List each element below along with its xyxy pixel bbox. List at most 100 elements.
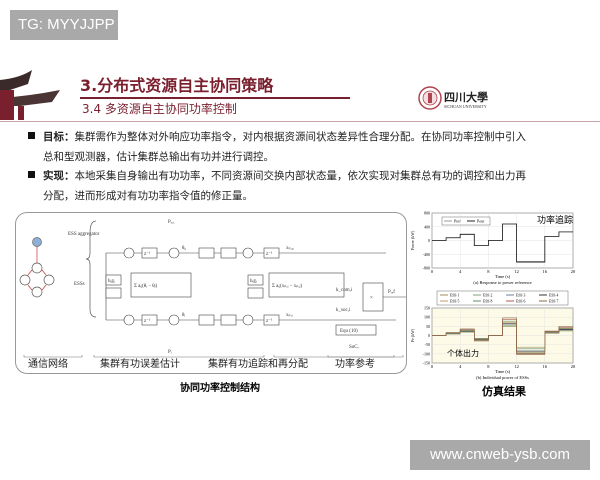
chart-caption: (a) Response to power reference: [473, 280, 531, 285]
bullet-text-cont: 总和型观测器，估计集群总输出有功并进行调控。: [43, 151, 274, 163]
brace: [85, 220, 97, 318]
communication-network: [19, 237, 55, 298]
chart-annotation: 功率追踪: [537, 214, 573, 226]
x-tick-label: 16: [543, 364, 548, 369]
label-esss: ESSs: [74, 282, 85, 287]
legend: [441, 216, 491, 226]
x-tick-label: 20: [571, 364, 576, 369]
university-name: 四川大學: [444, 91, 488, 104]
x-tick-label: 12: [514, 364, 519, 369]
label-xi: xₚ,ᵢ: [286, 313, 293, 318]
label-gain: hᵢgᵢ: [250, 279, 257, 284]
y-axis-label: Power (kW): [410, 230, 415, 250]
legend-label: ESS 1: [450, 294, 459, 298]
y-tick-label: -100: [423, 351, 430, 356]
x-tick-label: 16: [543, 269, 548, 274]
x-tick-label: 20: [571, 269, 576, 274]
roof-decoration-icon: [0, 70, 60, 120]
y-tick-label: -400: [423, 252, 430, 257]
label-delay: z⁻¹: [266, 251, 273, 257]
bullet-icon: [28, 171, 35, 178]
y-tick-label: 800: [424, 211, 430, 216]
label-pout: Pₒ,ᵢ: [168, 220, 174, 225]
title-underline: [80, 97, 350, 99]
legend-label: ESS 2: [483, 294, 492, 298]
bullet-text: 本地采集自身输出有功功率，不同资源间交换内部状态量，依次实现对集群总有功的调控和…: [74, 170, 527, 182]
x-tick-label: 12: [514, 269, 519, 274]
label-thetai: θᵢ: [182, 313, 185, 318]
chart-annotation: 个体出力: [447, 348, 479, 358]
university-name-en: SICHUAN UNIVERSITY: [444, 104, 487, 109]
label-sum2: Σ aᵢⱼ(xₚ,ᵢ − xₚ,ⱼ): [272, 284, 303, 289]
label-delay: z⁻¹: [144, 318, 151, 324]
control-structure-diagram: ESS aggregator ESSs z⁻¹ z⁻¹ z⁻¹ z⁻¹ hᵢgᵢ…: [15, 212, 407, 374]
bullet-icon: [28, 132, 35, 139]
legend-label: ESS 8: [483, 300, 492, 304]
y-tick-label: 400: [424, 224, 430, 229]
diagram-caption: 协同功率控制结构: [180, 383, 260, 394]
university-seal-icon: [418, 86, 442, 110]
section-label-reference: 功率参考: [335, 359, 375, 370]
bullet-label: 实现：: [43, 170, 75, 182]
legend-label: Pref: [454, 219, 461, 224]
bullet-text-cont: 分配，进而形成对有功功率指令值的修正量。: [43, 190, 253, 202]
label-soc: SoCᵢ: [349, 345, 359, 350]
label-gain: hᵢgᵢ: [108, 279, 115, 284]
y-tick-label: 50: [426, 324, 430, 329]
header-divider: [0, 121, 600, 122]
y-tick-label: 0: [428, 238, 430, 243]
block-diagram: ESS aggregator ESSs z⁻¹ z⁻¹ z⁻¹ z⁻¹ hᵢgᵢ…: [19, 220, 406, 358]
watermark-top-left: TG: MYYJJPP: [10, 10, 118, 40]
x-tick-label: 8: [487, 364, 490, 369]
x-tick-label: 0: [431, 364, 434, 369]
series-line-pout: [432, 223, 573, 263]
page-subtitle: 3.4 多资源自主协同功率控制: [82, 102, 237, 116]
chart-caption: (b) Individual power of ESSs: [476, 375, 529, 380]
results-caption: 仿真结果: [482, 385, 526, 398]
blocks: [105, 247, 406, 336]
y-tick-label: 0: [428, 333, 430, 338]
bullet-label: 目标：: [43, 131, 75, 143]
legend-label: ESS 6: [516, 300, 525, 304]
x-tick-label: 0: [431, 269, 434, 274]
section-label-estimation: 集群有功误差估计: [100, 359, 180, 370]
label-delay: z⁻¹: [144, 251, 151, 257]
section-brackets: [23, 355, 404, 358]
x-axis-label: Time (s): [495, 369, 511, 374]
label-kcom: k_com,i: [336, 288, 353, 293]
legend-label: ESS 3: [516, 294, 525, 298]
bullet-implementation: 实现：本地采集自身输出有功功率，不同资源间交换内部状态量，依次实现对集群总有功的…: [28, 166, 573, 206]
y-tick-label: 100: [424, 315, 430, 320]
label-aggregator: ESS aggregator: [68, 232, 100, 237]
bullet-goal: 目标：集群需作为整体对外响应功率指令，对内根据资源间状态差异性合理分配。在协同功…: [28, 127, 573, 167]
y-tick-label: -150: [423, 361, 430, 366]
y-tick-label: -800: [423, 266, 430, 271]
y-axis-label: Pe (kW): [410, 328, 415, 342]
label-delay: z⁻¹: [266, 318, 273, 324]
legend-label: Pout: [477, 219, 485, 224]
section-label-network: 通信网络: [28, 359, 68, 370]
section-label-tracking: 集群有功追踪和再分配: [208, 359, 308, 370]
label-multiply: ×: [370, 296, 373, 301]
legend: [436, 290, 569, 306]
label-sum1: Σ aᵢⱼ(θᵢ − θⱼ): [134, 284, 158, 289]
x-tick-label: 4: [459, 269, 462, 274]
label-x0: xₚ,₀: [286, 246, 294, 251]
label-pi: Pᵢ: [168, 350, 172, 355]
legend-label: ESS 5: [450, 300, 459, 304]
legend-label: ESS 7: [549, 300, 558, 304]
label-equ: Equ (10): [340, 329, 358, 334]
label-ksoc: k_soc,i: [336, 308, 351, 313]
y-tick-label: -50: [425, 342, 430, 347]
y-tick-label: 150: [424, 306, 430, 311]
x-axis-label: Time (s): [495, 274, 511, 279]
series-line-ess-7: [432, 317, 573, 355]
watermark-bottom-right: www.cnweb-ysb.com: [410, 440, 590, 470]
legend-label: ESS 4: [549, 294, 558, 298]
label-theta0: θ₀: [182, 246, 186, 251]
page-title: 3.分布式资源自主协同策略: [80, 76, 274, 95]
x-tick-label: 4: [459, 364, 462, 369]
